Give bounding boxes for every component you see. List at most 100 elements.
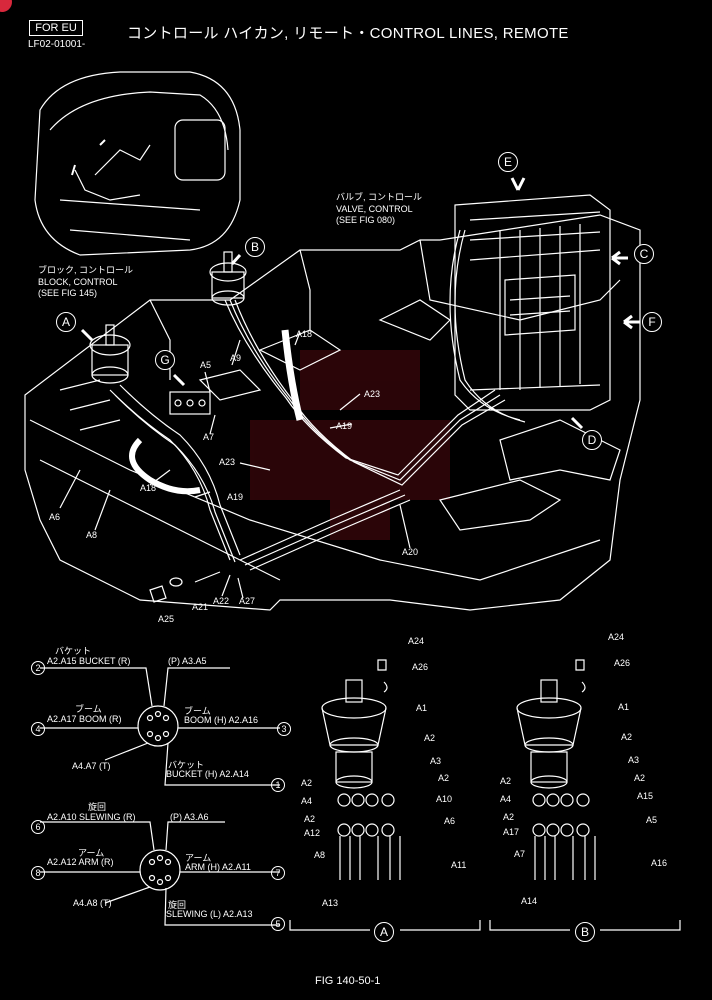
detail-b-part: A24 — [608, 632, 625, 642]
part-label: A19 — [336, 421, 353, 431]
port-number: 2 — [31, 661, 45, 675]
block-callout-ref: (SEE FIG 145) — [38, 288, 98, 298]
cab-outline — [34, 71, 241, 256]
detail-a-part: A2 — [438, 773, 450, 783]
part-label: A5 — [200, 360, 212, 370]
detail-a-part: A13 — [322, 898, 339, 908]
part-label: A23 — [364, 389, 381, 399]
detail-b-marker: B — [575, 922, 595, 942]
corner-mark — [0, 0, 12, 12]
detail-b-part: A15 — [637, 791, 654, 801]
port-label: (P) A3.A6 — [170, 812, 209, 822]
port-label-jp: ブーム — [184, 706, 211, 716]
part-label: A6 — [49, 512, 61, 522]
detail-a-part: A26 — [412, 662, 429, 672]
detail-a-part: A2 — [424, 733, 436, 743]
block-callout-jp: ブロック, コントロール — [38, 265, 134, 275]
part-code: LF02-01001- — [28, 39, 86, 50]
port-number: 3 — [277, 722, 291, 736]
part-label: A8 — [86, 530, 98, 540]
part-label: A21 — [192, 602, 209, 612]
port-label-jp: アーム — [185, 853, 212, 863]
part-label: A9 — [230, 353, 242, 363]
detail-a-part: A10 — [436, 794, 453, 804]
detail-b-part: A14 — [521, 896, 538, 906]
port-diagram-1-hub — [137, 705, 179, 747]
port-label: A2.A12 ARM (R) — [47, 857, 114, 867]
port-label-jp: バケット — [168, 760, 205, 770]
port-number: 8 — [31, 866, 45, 880]
detail-b-part: A7 — [514, 849, 526, 859]
port-number: 7 — [271, 866, 285, 880]
detail-a-part: A2 — [304, 814, 316, 824]
detail-a-part: A3 — [430, 756, 442, 766]
view-b-marker: B — [245, 237, 265, 257]
port-label: SLEWING (L) A2.A13 — [166, 909, 253, 919]
port-label: A2.A10 SLEWING (R) — [47, 812, 136, 822]
detail-a-part: A11 — [451, 860, 467, 870]
detail-a-part: A8 — [314, 850, 326, 860]
port-label: A4.A8 (T) — [73, 898, 112, 908]
detail-a-part: A12 — [304, 828, 321, 838]
port-label-jp: ブーム — [75, 704, 102, 714]
view-c-marker: C — [634, 244, 654, 264]
detail-a-part: A6 — [444, 816, 456, 826]
port-label: BOOM (H) A2.A16 — [184, 715, 259, 725]
view-d-marker: D — [582, 430, 602, 450]
port-number: 6 — [31, 820, 45, 834]
detail-b-part: A3 — [628, 755, 640, 765]
part-label: A27 — [239, 596, 256, 606]
page-title: コントロール ハイカン, リモート・CONTROL LINES, REMOTE — [127, 25, 569, 42]
view-e-marker: E — [498, 152, 518, 172]
detail-b-lever — [516, 659, 596, 880]
block-callout-en: BLOCK, CONTROL — [38, 277, 118, 287]
detail-a-part: A2 — [301, 778, 313, 788]
part-label: A18 — [296, 329, 313, 339]
valve-callout-en: VALVE, CONTROL — [336, 204, 413, 214]
detail-b-part: A2 — [503, 812, 515, 822]
port-label: A2.A17 BOOM (R) — [47, 714, 122, 724]
detail-b-part: A26 — [614, 658, 631, 668]
detail-a-part: A4 — [301, 796, 313, 806]
detail-b-part: A5 — [646, 815, 658, 825]
detail-a-marker: A — [374, 922, 394, 942]
detail-b-part: A17 — [503, 827, 520, 837]
port-number: 1 — [271, 778, 285, 792]
hose-bundle-right — [229, 299, 501, 481]
figure-number: FIG 140-50-1 — [315, 975, 381, 987]
view-g-marker: G — [155, 350, 175, 370]
part-label: A7 — [203, 432, 215, 442]
port-label: BUCKET (H) A2.A14 — [166, 769, 249, 779]
port-label: (P) A3.A5 — [168, 656, 207, 666]
detail-b-part: A2 — [621, 732, 633, 742]
detail-b-part: A2 — [500, 776, 512, 786]
machine-frame — [24, 214, 641, 611]
detail-b-part: A1 — [618, 702, 630, 712]
part-label: A25 — [158, 614, 175, 624]
region-badge: FOR EU — [29, 20, 83, 36]
port-label-jp: 旋回 — [88, 802, 107, 812]
hose-bundle-left — [109, 389, 231, 561]
part-label: A23 — [219, 457, 236, 467]
detail-b-part: A4 — [500, 794, 512, 804]
detail-b-part: A2 — [634, 773, 646, 783]
port-label-jp: アーム — [78, 848, 105, 858]
port-number: 5 — [271, 917, 285, 931]
part-label: A19 — [227, 492, 244, 502]
view-a-marker: A — [56, 312, 76, 332]
port-label: A4.A7 (T) — [72, 761, 111, 771]
port-label-jp: 旋回 — [168, 900, 187, 910]
part-label: A22 — [213, 596, 230, 606]
valve-callout-jp: バルブ, コントロール — [336, 192, 423, 202]
part-label: A18 — [140, 483, 157, 493]
port-number: 4 — [31, 722, 45, 736]
port-label: A2.A15 BUCKET (R) — [47, 656, 131, 666]
valve-callout-ref: (SEE FIG 080) — [336, 215, 396, 225]
port-label-jp: バケット — [55, 646, 92, 656]
detail-a-part: A24 — [408, 636, 425, 646]
part-label: A20 — [402, 547, 419, 557]
port-diagram-2-hub — [139, 849, 181, 891]
detail-b-part: A16 — [651, 858, 668, 868]
port-label: ARM (H) A2.A11 — [185, 862, 251, 872]
